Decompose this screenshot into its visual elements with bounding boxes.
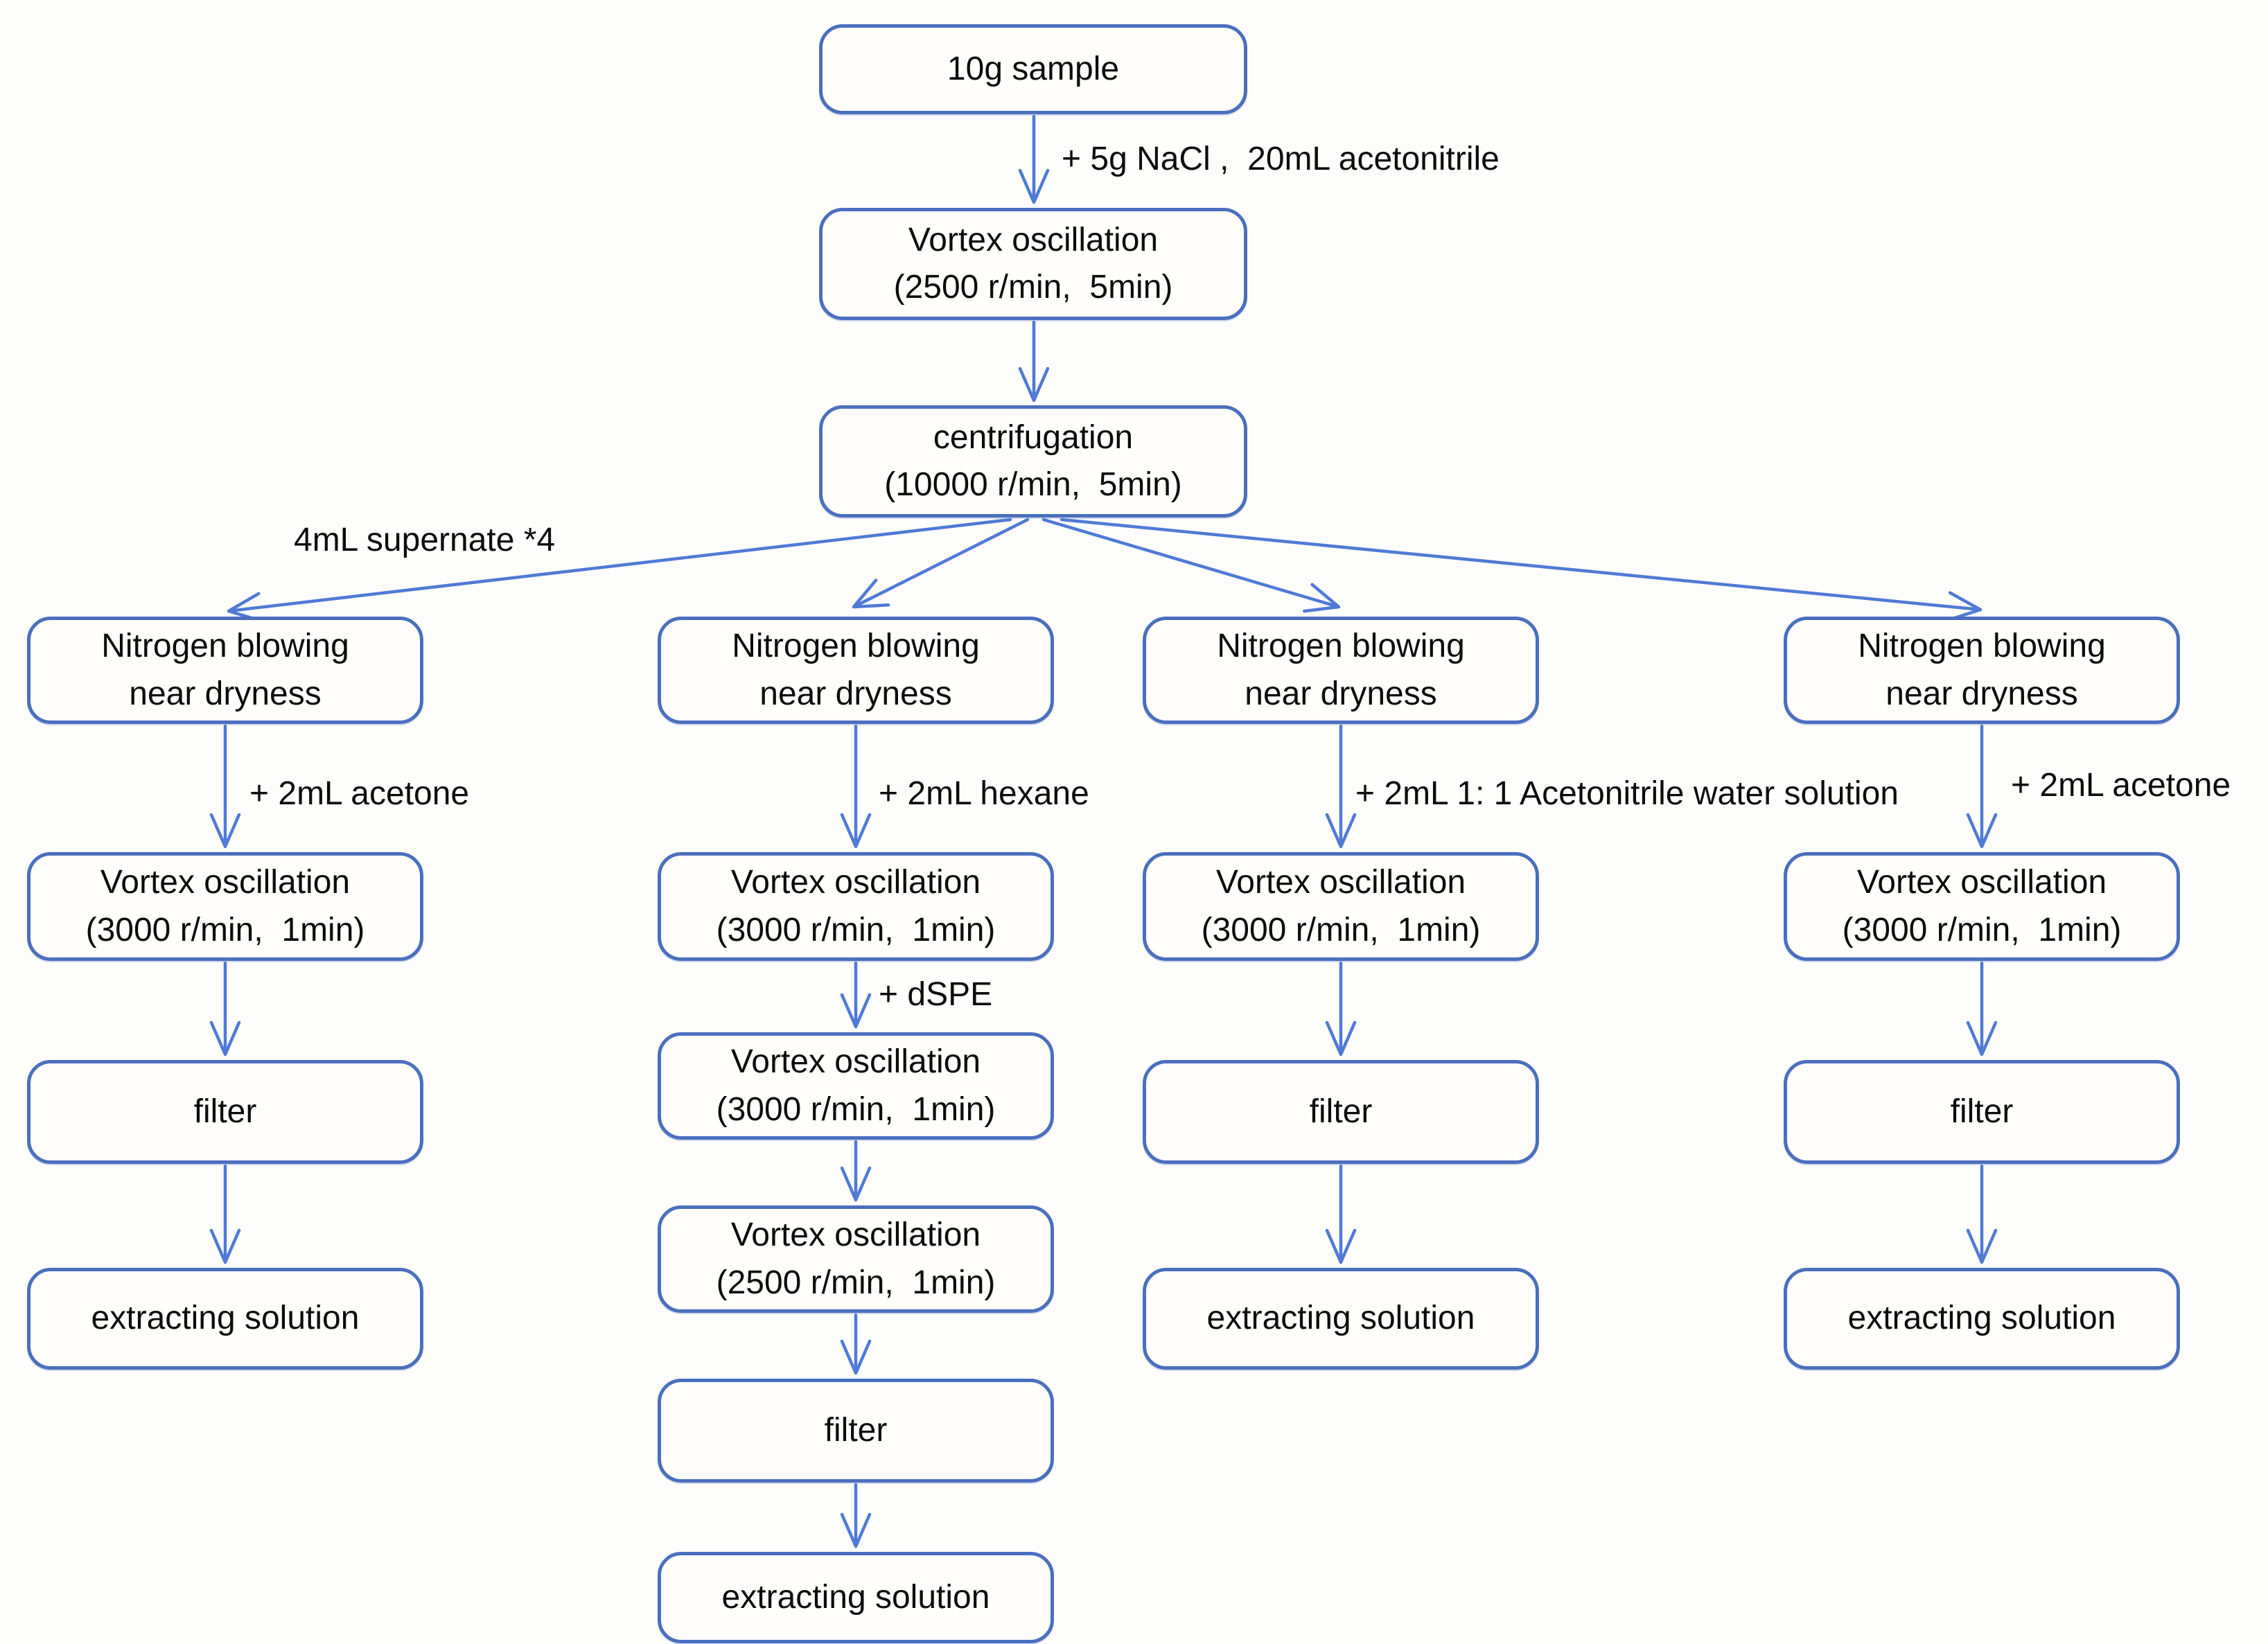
flow-arrow (840, 724, 872, 849)
flow-arrow (209, 724, 241, 849)
flow-node-vortex-3000-b-b2: Vortex oscillation (3000 r/min, 1min) (658, 1032, 1054, 1140)
flow-arrow (209, 1164, 241, 1264)
edge-label-nacl-acetonitrile: + 5g NaCl , 20mL acetonitrile (1062, 141, 1500, 177)
flow-node-vortex-2500-b2: Vortex oscillation (2500 r/min, 1min) (658, 1205, 1054, 1313)
flow-node-filter-b1: filter (27, 1060, 423, 1164)
flow-arrow (840, 1483, 872, 1548)
flow-arrow (1966, 1164, 1998, 1264)
flow-arrow (840, 1140, 872, 1202)
flow-node-vortex-3000-b3: Vortex oscillation (3000 r/min, 1min) (1143, 852, 1539, 961)
flow-arrow (1018, 320, 1050, 403)
edge-label-acetone-b1: + 2mL acetone (249, 775, 470, 812)
edge-label-supernate: 4mL supernate *4 (294, 522, 556, 558)
flow-node-nitrogen-blowing-b1: Nitrogen blowing near dryness (27, 617, 423, 724)
flow-node-10g-sample: 10g sample (819, 24, 1247, 114)
flow-node-extracting-solution-b2: extracting solution (658, 1552, 1054, 1643)
flow-node-nitrogen-blowing-b2: Nitrogen blowing near dryness (658, 617, 1054, 724)
flow-node-filter-b4: filter (1784, 1060, 2180, 1164)
flow-node-vortex-oscillation-main: Vortex oscillation (2500 r/min, 5min) (819, 208, 1247, 320)
flow-arrow (1325, 724, 1357, 849)
flow-arrow (852, 518, 1030, 609)
flow-arrow (1966, 961, 1998, 1057)
edge-label-hexane-b2: + 2mL hexane (879, 775, 1089, 812)
flow-node-vortex-3000-b4: Vortex oscillation (3000 r/min, 1min) (1784, 852, 2180, 961)
edge-label-dspe-b2: + dSPE (879, 976, 993, 1013)
flow-node-extracting-solution-b3: extracting solution (1143, 1268, 1539, 1370)
flow-node-filter-b2: filter (658, 1379, 1054, 1483)
flow-node-centrifugation: centrifugation (10000 r/min, 5min) (819, 405, 1247, 518)
flow-arrow (209, 961, 241, 1057)
edge-label-acetone-b4: + 2mL acetone (2011, 767, 2231, 804)
flow-arrow (1325, 961, 1357, 1057)
flow-arrow (1018, 114, 1050, 204)
flow-node-nitrogen-blowing-b3: Nitrogen blowing near dryness (1143, 617, 1539, 724)
flow-node-extracting-solution-b1: extracting solution (27, 1268, 423, 1370)
flow-arrow (840, 961, 872, 1029)
flow-arrow (1041, 518, 1341, 613)
flow-arrow (840, 1313, 872, 1375)
flow-node-extracting-solution-b4: extracting solution (1784, 1268, 2180, 1370)
flow-node-vortex-3000-b1: Vortex oscillation (3000 r/min, 1min) (27, 852, 423, 961)
edge-label-acetonitrile-water-b3: + 2mL 1: 1 Acetonitrile water solution (1355, 775, 1899, 812)
flow-node-nitrogen-blowing-b4: Nitrogen blowing near dryness (1784, 617, 2180, 724)
flow-node-filter-b3: filter (1143, 1060, 1539, 1164)
flow-node-vortex-3000-a-b2: Vortex oscillation (3000 r/min, 1min) (658, 852, 1054, 961)
flow-arrow (1325, 1164, 1357, 1264)
flow-arrow (1966, 724, 1998, 849)
flow-arrow (1060, 518, 1983, 622)
